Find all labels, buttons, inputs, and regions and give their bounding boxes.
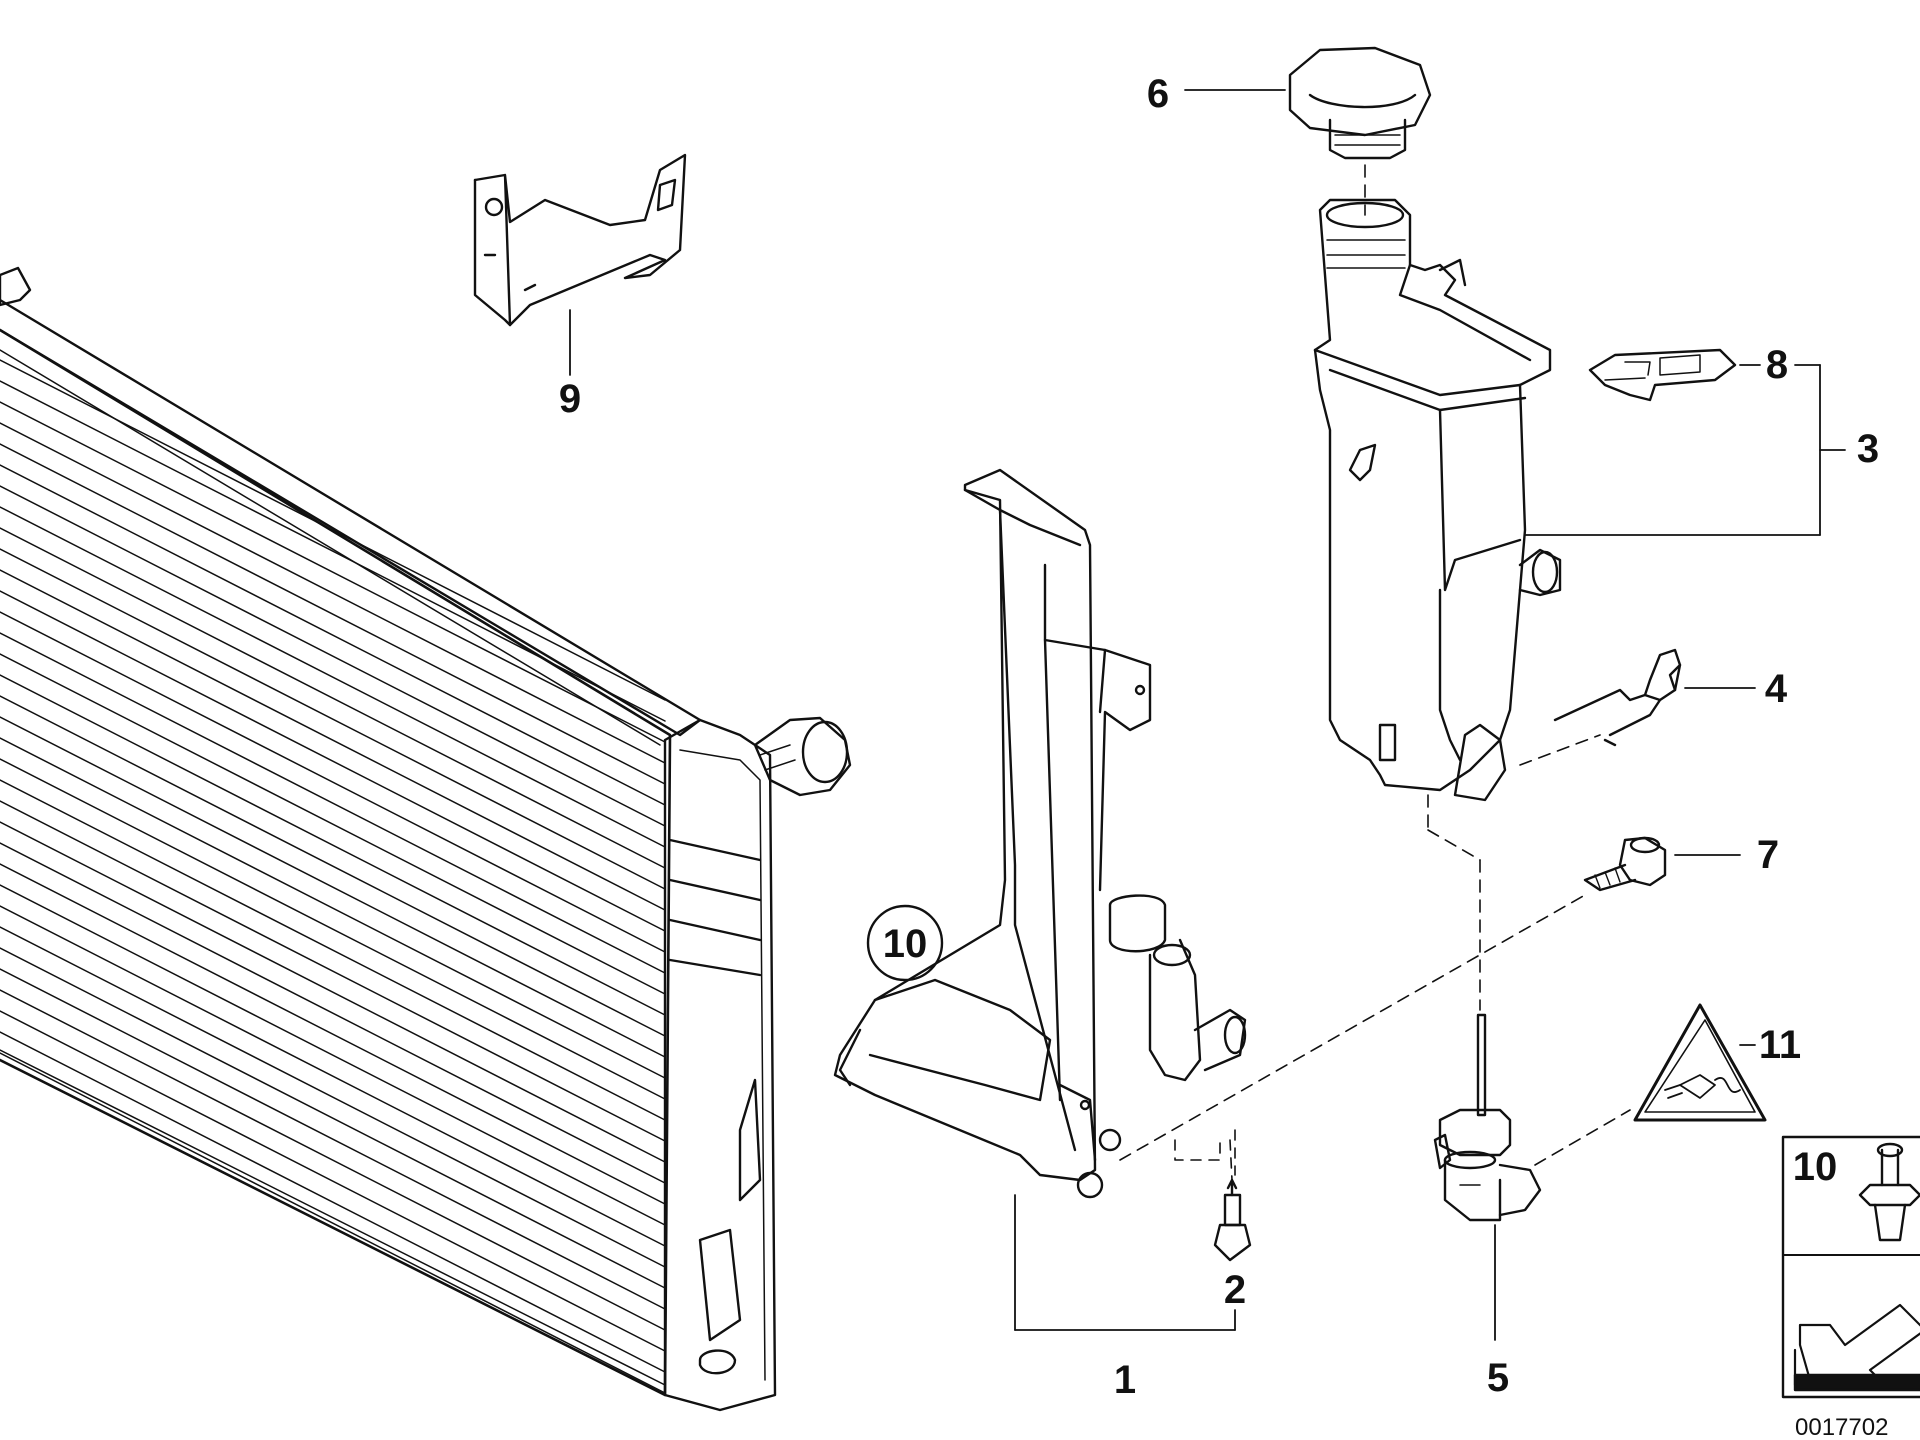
radiator-fin <box>0 863 666 1205</box>
radiator-fin <box>0 422 666 764</box>
radiator-fin <box>0 968 666 1310</box>
radiator-fin <box>0 611 666 953</box>
level-sensor-part-5 <box>1427 794 1631 1341</box>
radiator-fin <box>0 758 666 1100</box>
radiator <box>0 266 852 1412</box>
radiator-fin <box>0 443 666 785</box>
push-rivet-icon <box>1858 1142 1920 1242</box>
inset-box <box>1781 1135 1920 1399</box>
inset-label: 10 <box>1793 1145 1838 1189</box>
radiator-fin <box>0 506 666 848</box>
radiator-fin <box>0 380 666 722</box>
callout-11: 11 <box>1759 1023 1801 1067</box>
radiator-fin <box>0 674 666 1016</box>
radiator-fin <box>0 926 666 1268</box>
bracket-part-9 <box>473 153 687 376</box>
clip-part-4 <box>1519 648 1756 766</box>
radiator-fin <box>0 1031 666 1373</box>
callout-circle-10 <box>866 904 944 982</box>
radiator-fin <box>0 842 666 1184</box>
radiator-fin <box>0 1010 666 1352</box>
tank-holder-part-1 <box>833 468 1247 1331</box>
callout-6: 6 <box>1147 72 1169 116</box>
radiator-fin <box>0 989 666 1331</box>
radiator-fin <box>0 527 666 869</box>
radiator-fins <box>0 359 666 1394</box>
callout-8: 8 <box>1766 343 1788 387</box>
callout-2: 2 <box>1224 1268 1246 1312</box>
radiator-fin <box>0 800 666 1142</box>
radiator-fin <box>0 1052 666 1394</box>
screw-part-2 <box>1174 1129 1252 1262</box>
label-plate-part-8 <box>1588 348 1761 402</box>
radiator-fin <box>0 884 666 1226</box>
callout-4: 4 <box>1765 667 1788 711</box>
radiator-fin <box>0 653 666 995</box>
radiator-fin <box>0 569 666 911</box>
radiator-fin <box>0 821 666 1163</box>
radiator-fin <box>0 464 666 806</box>
callout-3: 3 <box>1857 427 1879 471</box>
radiator-fin <box>0 737 666 1079</box>
warning-label-part-11 <box>1633 1003 1767 1122</box>
radiator-fin <box>0 401 666 743</box>
radiator-fin <box>0 905 666 1247</box>
radiator-fin <box>0 590 666 932</box>
radiator-fin <box>0 485 666 827</box>
radiator-fin <box>0 716 666 1058</box>
callout-5: 5 <box>1487 1356 1509 1400</box>
callout-1: 1 <box>1114 1358 1136 1402</box>
arrow-icon <box>1793 1303 1920 1392</box>
diagram-code: 0017702 <box>1795 1414 1888 1440</box>
cap-part-6 <box>1184 46 1432 216</box>
radiator-fin <box>0 947 666 1289</box>
callout-7: 7 <box>1757 833 1779 877</box>
callout-9: 9 <box>559 377 581 421</box>
radiator-fin <box>0 548 666 890</box>
radiator-fin <box>0 695 666 1037</box>
callout-10-circled: 10 <box>883 922 928 966</box>
expansion-tank-part-3 <box>1313 198 1846 802</box>
radiator-fin <box>0 359 666 701</box>
radiator-fin <box>0 632 666 974</box>
screw-part-7 <box>1119 836 1741 1161</box>
radiator-fin <box>0 779 666 1121</box>
